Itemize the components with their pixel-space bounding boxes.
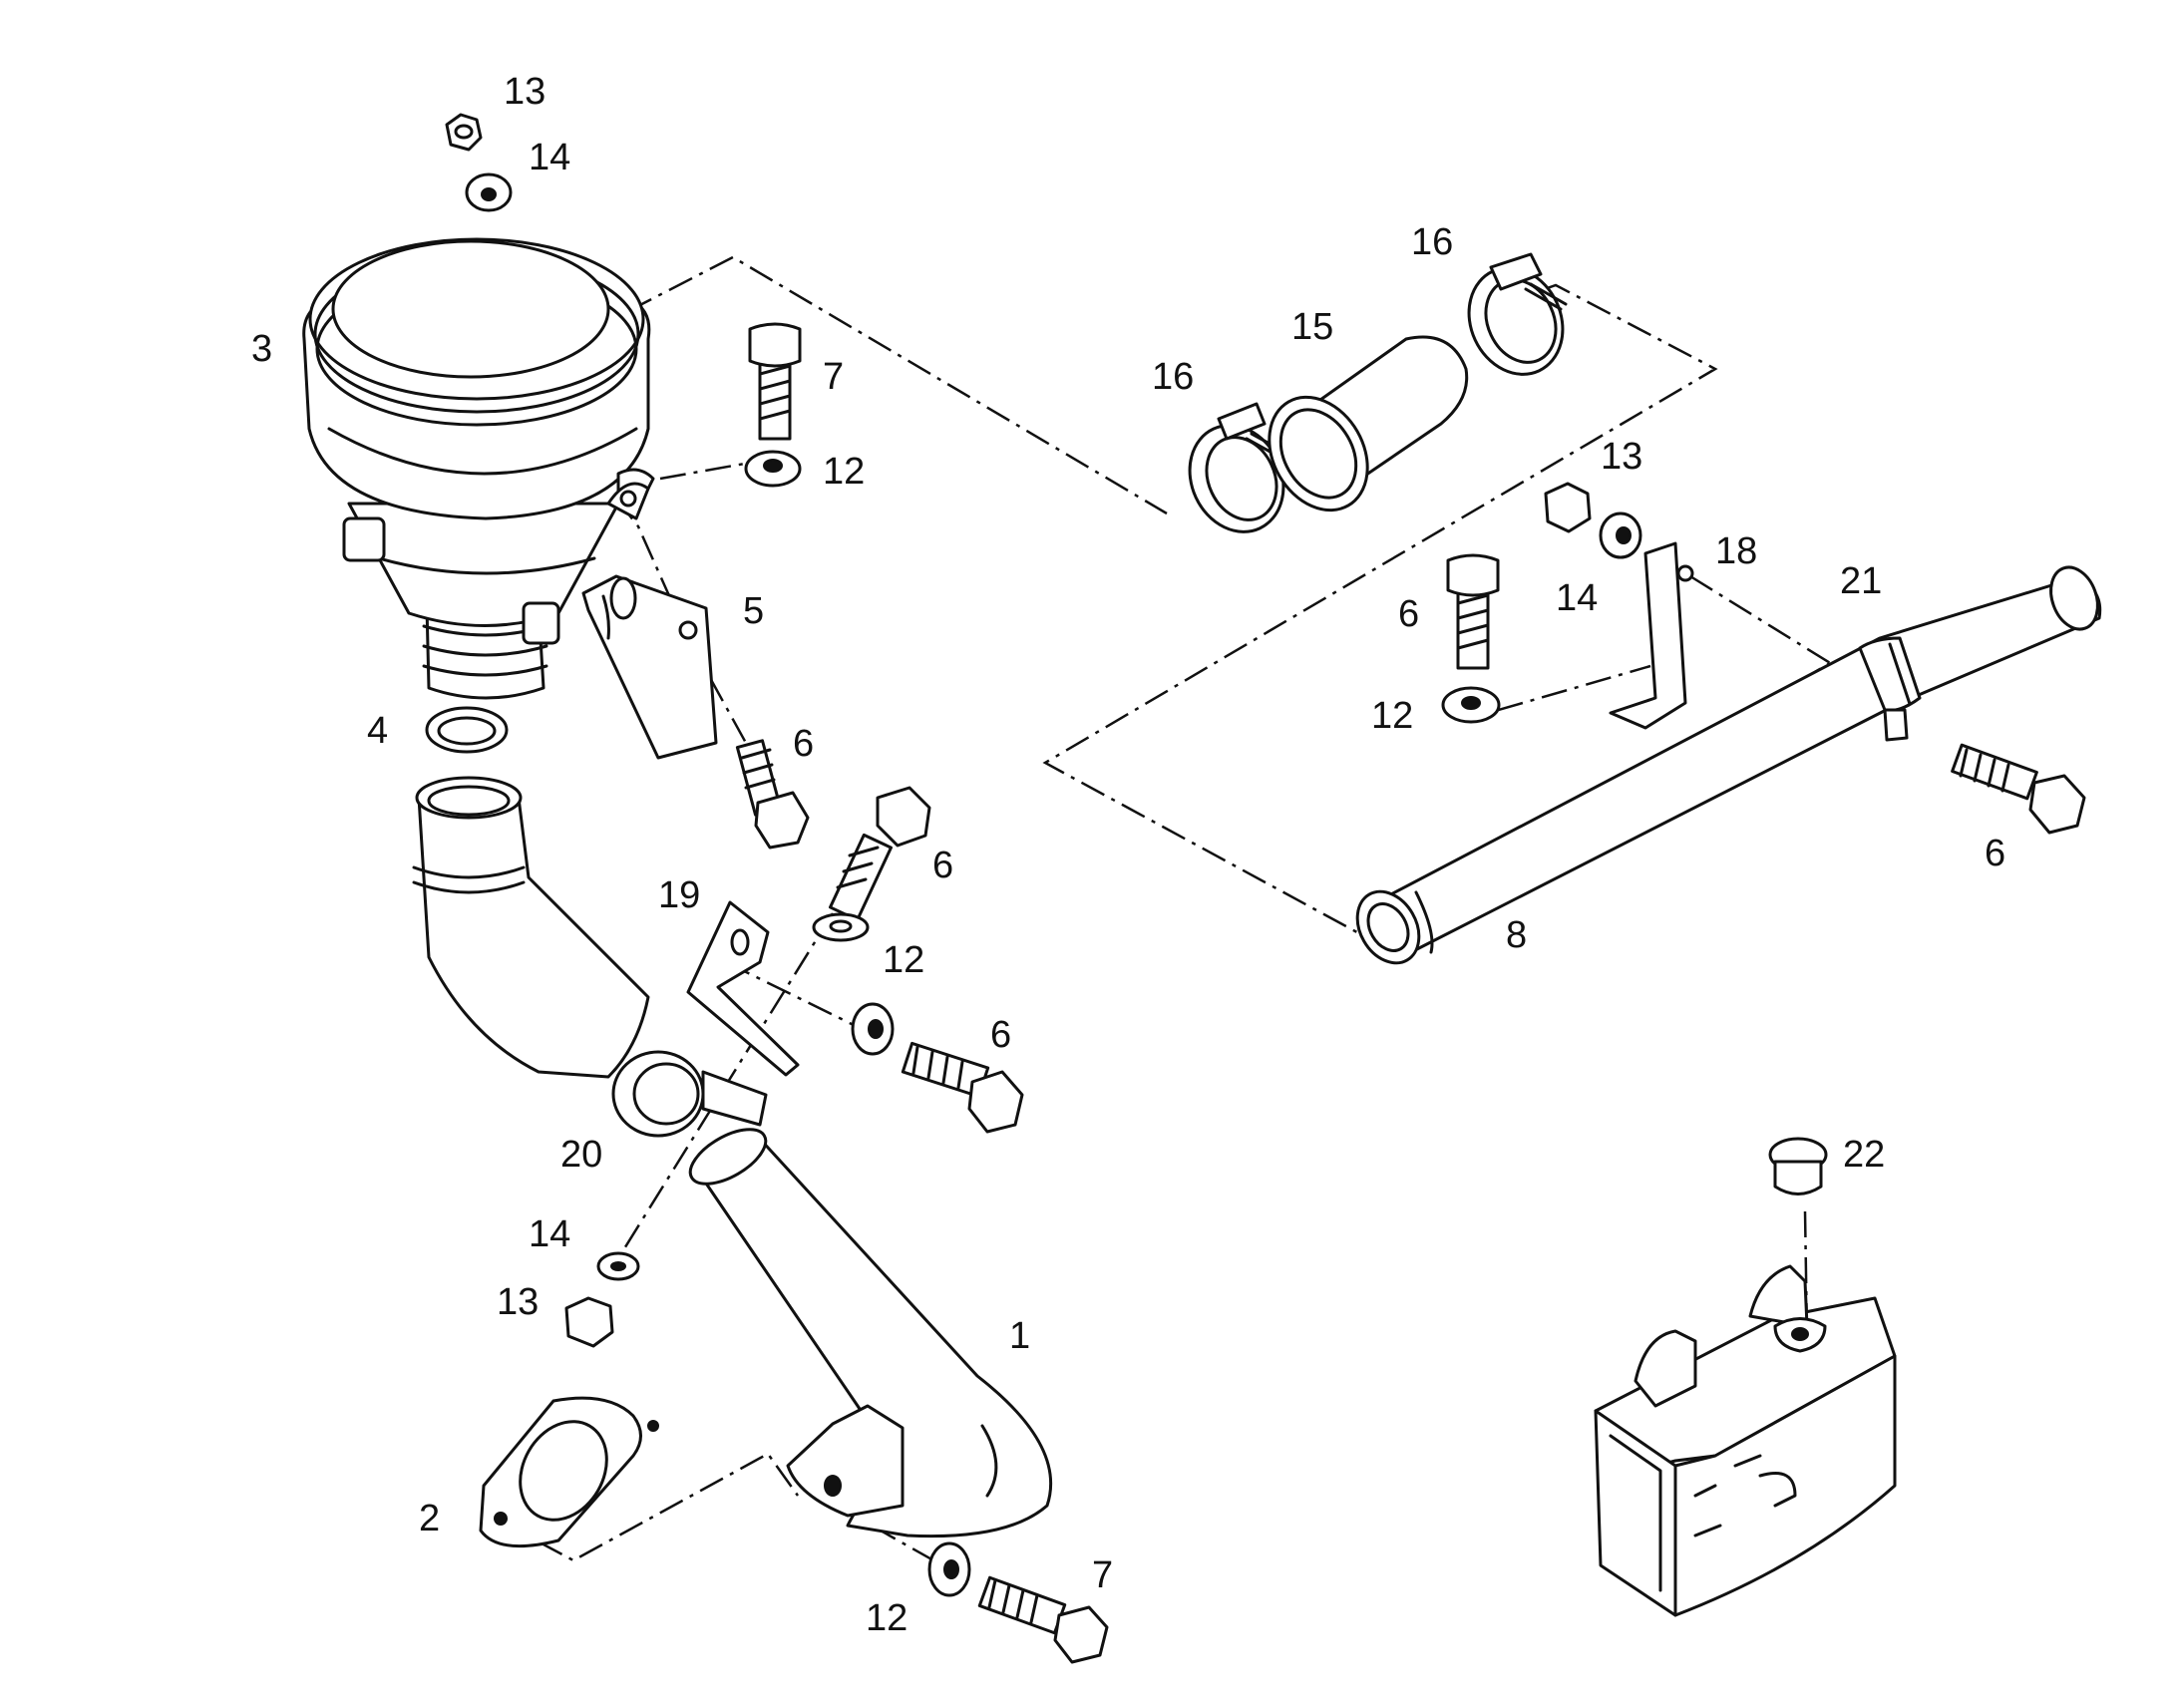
bolt-part-6-c xyxy=(901,1041,1024,1134)
washer-part-12-bottom xyxy=(927,1541,971,1597)
callout-labels: 13 14 3 7 12 5 4 6 6 19 12 6 20 14 13 1 … xyxy=(251,71,2005,1639)
callout-6-b: 6 xyxy=(932,845,953,886)
callout-18: 18 xyxy=(1715,530,1757,572)
nut-part-13-lower xyxy=(564,1296,614,1348)
callout-14-right: 14 xyxy=(1556,577,1598,619)
callout-12-right: 12 xyxy=(1371,695,1413,737)
washer-part-12-right xyxy=(1441,686,1501,724)
washer-part-14-right xyxy=(1599,512,1642,559)
callout-1: 1 xyxy=(1009,1315,1030,1357)
washer-part-12-mid xyxy=(812,912,870,942)
bracket-part-5 xyxy=(581,482,718,760)
callout-13-top: 13 xyxy=(504,71,545,113)
bracket-part-18 xyxy=(1609,541,1694,730)
callout-6-d: 6 xyxy=(1398,593,1419,635)
bolt-part-7-bottom xyxy=(977,1575,1109,1664)
clamp-part-20 xyxy=(611,1050,768,1138)
bolt-part-6-e xyxy=(1951,743,2086,835)
pipe-part-8-21 xyxy=(1355,565,2102,965)
callout-21: 21 xyxy=(1840,560,1882,602)
callout-19: 19 xyxy=(658,874,700,916)
callout-12-mid: 12 xyxy=(883,939,924,981)
callout-4: 4 xyxy=(367,710,388,752)
callout-8: 8 xyxy=(1506,914,1527,956)
gasket-part-2 xyxy=(479,1396,659,1548)
callout-7-bottom: 7 xyxy=(1092,1554,1113,1596)
callout-5: 5 xyxy=(743,590,764,632)
callout-6-a: 6 xyxy=(793,723,814,765)
callout-22: 22 xyxy=(1843,1134,1885,1176)
air-filter-part-3 xyxy=(302,237,655,700)
bolt-part-6-a xyxy=(735,739,810,850)
callout-20: 20 xyxy=(560,1134,602,1176)
callout-3: 3 xyxy=(251,328,272,370)
washer-part-14-lower xyxy=(596,1251,640,1281)
hose-clamp-part-16-left xyxy=(1188,402,1293,533)
plug-part-22 xyxy=(1768,1137,1828,1196)
callout-7-upper: 7 xyxy=(823,356,844,398)
nut-part-13-top xyxy=(445,113,483,152)
callout-14-top: 14 xyxy=(529,137,570,178)
elbow-pipe-upper xyxy=(412,776,650,1079)
callout-2: 2 xyxy=(419,1498,440,1539)
callout-13-lower: 13 xyxy=(497,1281,539,1323)
callout-16-right: 16 xyxy=(1411,221,1453,263)
bolt-part-6-d xyxy=(1446,553,1500,670)
hose-part-15 xyxy=(1268,335,1469,512)
bolt-part-7-upper xyxy=(748,322,802,441)
callout-6-e: 6 xyxy=(1985,833,2005,874)
bolt-part-6-b xyxy=(829,786,931,922)
washer-part-14-top xyxy=(465,172,513,212)
nut-part-13-right xyxy=(1544,482,1592,533)
callout-16-left: 16 xyxy=(1152,356,1194,398)
washer-part-12-upper xyxy=(744,450,802,488)
exhaust-pipe-part-1 xyxy=(688,1128,1053,1538)
seal-ring-part-4 xyxy=(425,706,509,754)
callout-12-upper: 12 xyxy=(823,451,865,493)
hose-clamp-part-16-right xyxy=(1467,252,1568,376)
callout-13-right: 13 xyxy=(1601,436,1642,478)
exhaust-block xyxy=(1594,1264,1897,1617)
callout-12-bottom: 12 xyxy=(866,1597,908,1639)
washer-part-12-side xyxy=(851,1002,895,1056)
callout-15: 15 xyxy=(1291,306,1333,348)
callout-6-c: 6 xyxy=(990,1014,1011,1056)
bracket-part-19 xyxy=(686,900,800,1077)
callout-14-lower: 14 xyxy=(529,1213,570,1255)
